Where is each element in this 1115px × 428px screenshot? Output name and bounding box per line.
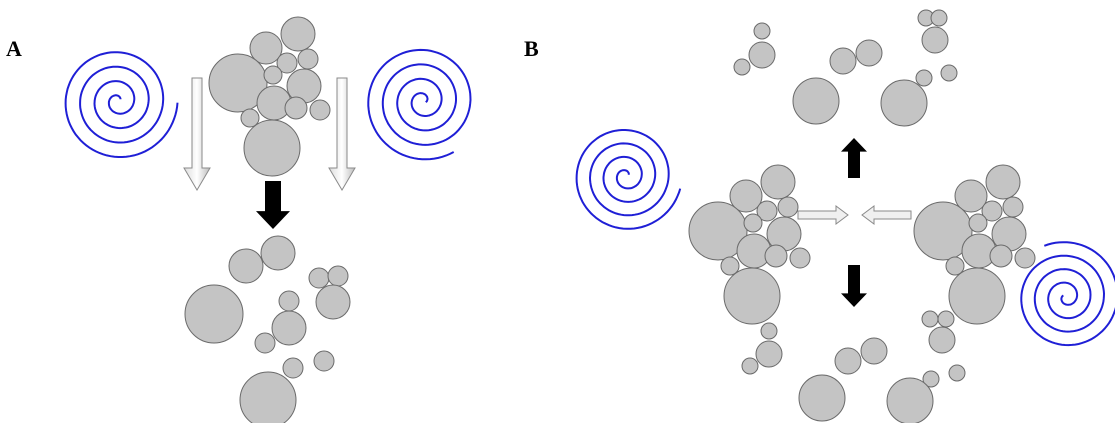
particle-circle-icon	[753, 22, 771, 40]
particle-circle-icon	[741, 357, 759, 375]
particle-circle-icon	[271, 310, 307, 346]
particle-circle-icon	[723, 267, 781, 325]
particle-circle-icon	[239, 371, 297, 428]
particle-circle-icon	[755, 340, 783, 368]
particle-circle-icon	[243, 119, 301, 177]
particle-circle-icon	[921, 26, 949, 54]
vortex-spiral-icon	[64, 51, 179, 158]
particle-circle-icon	[729, 179, 763, 213]
particle-circle-icon	[748, 41, 776, 69]
particle-circle-icon	[921, 310, 939, 328]
particle-circle-icon	[327, 265, 349, 287]
particle-circle-icon	[733, 58, 751, 76]
particle-circle-icon	[284, 96, 308, 120]
particle-circle-icon	[798, 374, 846, 422]
particle-circle-icon	[276, 52, 298, 74]
particle-circle-icon	[720, 256, 740, 276]
particle-circle-icon	[743, 213, 763, 233]
particle-circle-icon	[278, 290, 300, 312]
particle-circle-icon	[756, 200, 778, 222]
particle-circle-icon	[777, 196, 799, 218]
shear-arrow-down-icon	[328, 77, 356, 191]
particle-circle-icon	[208, 53, 268, 113]
breakup-arrow-layer	[256, 138, 867, 307]
particle-circle-icon	[282, 357, 304, 379]
particle-circle-icon	[789, 247, 811, 269]
particle-circle-icon	[313, 350, 335, 372]
particle-circle-icon	[945, 256, 965, 276]
particle-circle-icon	[981, 200, 1003, 222]
particle-circle-icon	[928, 326, 956, 354]
vortex-spiral-icon	[575, 129, 682, 230]
vortex-spiral-icon	[367, 48, 472, 161]
particle-circle-icon	[184, 284, 244, 344]
panel-a-label: A	[6, 36, 22, 61]
shear-arrow-layer	[183, 77, 912, 225]
particle-circle-icon	[954, 179, 988, 213]
particle-circle-icon	[880, 79, 928, 127]
shear-arrow-left-icon	[861, 205, 912, 225]
particle-circle-icon	[792, 77, 840, 125]
particle-circle-icon	[1014, 247, 1036, 269]
particle-circle-icon	[254, 332, 276, 354]
particle-circle-icon	[834, 347, 862, 375]
particle-circle-icon	[940, 64, 958, 82]
particle-circle-icon	[315, 284, 351, 320]
particle-circle-icon	[948, 267, 1006, 325]
particle-circle-icon	[860, 337, 888, 365]
particle-circle-icon	[688, 201, 748, 261]
particle-circle-icon	[1002, 196, 1024, 218]
particle-circle-icon	[760, 164, 796, 200]
particle-circle-icon	[760, 322, 778, 340]
particle-circle-icon	[308, 267, 330, 289]
particle-circle-icon	[937, 310, 955, 328]
particle-circle-icon	[829, 47, 857, 75]
particle-circle-icon	[263, 65, 283, 85]
particle-circle-icon	[985, 164, 1021, 200]
particle-circle-icon	[989, 244, 1013, 268]
particle-circle-icon	[915, 69, 933, 87]
particle-circle-icon	[913, 201, 973, 261]
particle-circle-icon	[228, 248, 264, 284]
particle-circle-icon	[948, 364, 966, 382]
particle-circle-icon	[280, 16, 316, 52]
panel-b-label: B	[524, 36, 539, 61]
breakup-arrow-up-icon	[841, 138, 867, 178]
particle-circle-icon	[922, 370, 940, 388]
particle-circle-icon	[249, 31, 283, 65]
particle-circle-icon	[260, 235, 296, 271]
vortex-spiral-icon	[1020, 241, 1115, 347]
breakup-arrow-down-icon	[256, 181, 290, 229]
particle-circle-icon	[886, 377, 934, 425]
particle-circle-icon	[297, 48, 319, 70]
shear-arrow-down-icon	[183, 77, 211, 191]
breakup-arrow-down-icon	[841, 265, 867, 307]
particle-circle-icon	[855, 39, 883, 67]
particle-circle-icon	[764, 244, 788, 268]
particle-circle-icon	[968, 213, 988, 233]
shear-arrow-right-icon	[797, 205, 849, 225]
particle-circle-icon	[309, 99, 331, 121]
particle-circle-icon	[240, 108, 260, 128]
particle-circle-icon	[930, 9, 948, 27]
particle-layer	[184, 9, 1036, 428]
vortex-layer	[64, 48, 1115, 347]
